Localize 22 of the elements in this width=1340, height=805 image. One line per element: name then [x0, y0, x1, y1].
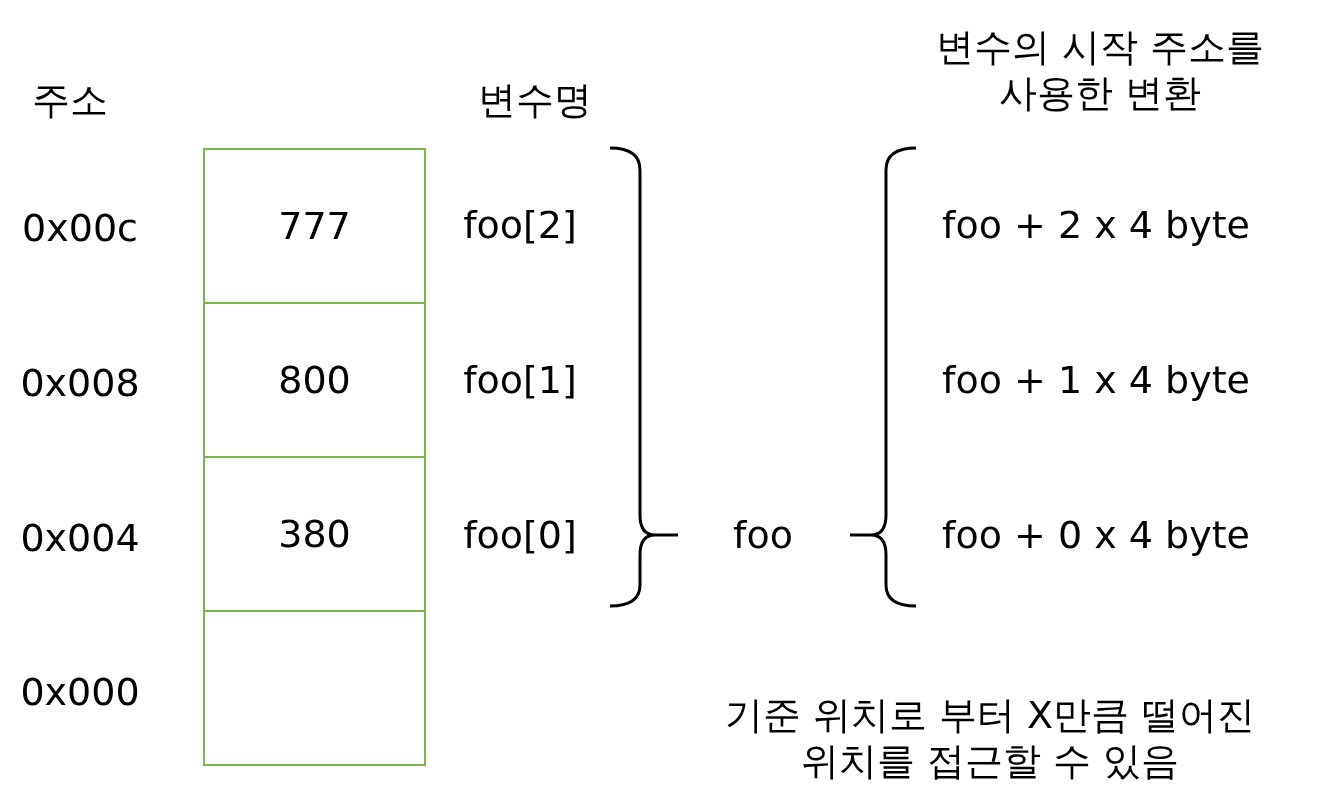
cell-value: 800	[278, 358, 351, 402]
variable-name: foo[2]	[463, 202, 577, 248]
offset-expression: foo + 2 x 4 byte	[942, 202, 1250, 248]
address-label: 0x00c	[22, 205, 138, 251]
memory-cell	[203, 456, 426, 612]
cell-value: 380	[278, 512, 351, 556]
memory-cell	[203, 302, 426, 458]
variable-name: foo	[733, 512, 793, 558]
column-heading: 변수명	[478, 77, 592, 123]
address-label: 0x000	[20, 669, 140, 715]
memory-cell	[203, 148, 426, 304]
variable-name: foo[0]	[463, 512, 577, 558]
column-heading: 주소	[32, 77, 108, 123]
memory-cell	[203, 610, 426, 766]
offset-expression: foo + 0 x 4 byte	[942, 512, 1250, 558]
column-heading: 변수의 시작 주소를 사용한 변환	[934, 24, 1266, 116]
offset-expression: foo + 1 x 4 byte	[942, 357, 1250, 403]
address-label: 0x008	[20, 360, 140, 406]
cell-value: 777	[278, 204, 351, 248]
address-label: 0x004	[20, 515, 140, 561]
variable-name: foo[1]	[463, 357, 577, 403]
note: 기준 위치로 부터 X만큼 떨어진 위치를 접근할 수 있음	[723, 692, 1257, 784]
